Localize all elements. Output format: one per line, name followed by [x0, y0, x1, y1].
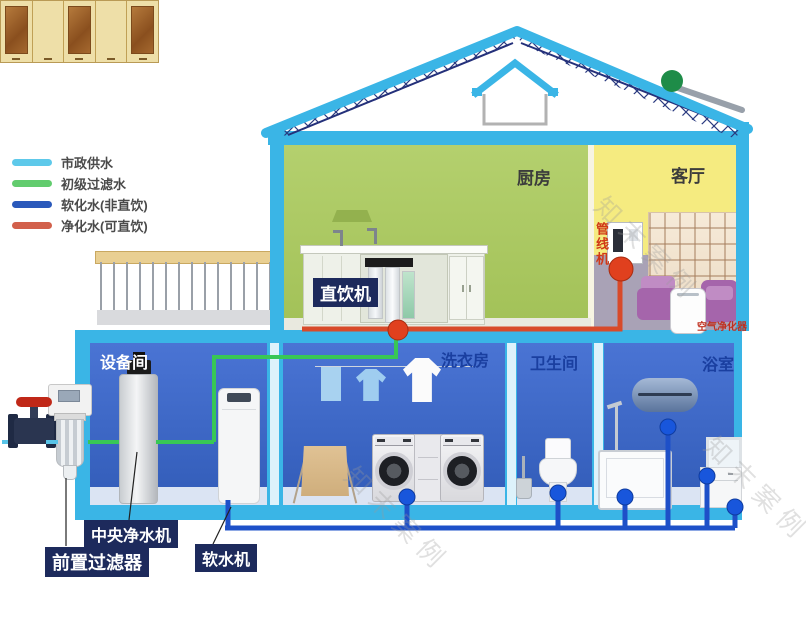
legend-label: 市政供水 — [61, 156, 114, 171]
armchair — [701, 280, 738, 322]
roof-outline — [261, 26, 753, 138]
washing-machine — [372, 434, 416, 502]
legend-row-purified: 净化水(可直饮) — [12, 215, 148, 236]
water-softener-device — [218, 388, 260, 504]
main-water-valve — [14, 418, 54, 444]
dormer-roof — [471, 58, 559, 98]
cabinet-door — [449, 256, 467, 320]
dormer-foot — [548, 88, 558, 96]
kitchen-upper-cabinets — [0, 0, 159, 63]
municipal-water-swatch — [12, 159, 52, 166]
cabinet-door — [33, 1, 65, 62]
valve-handwheel — [16, 397, 52, 407]
bathtub — [598, 450, 672, 510]
roof-truss-left — [266, 31, 517, 136]
cabinet-door — [64, 1, 96, 62]
legend-label: 软化水(非直饮) — [61, 198, 148, 213]
upper-left-wall — [270, 131, 284, 331]
drinking-machine-tag: 直饮机 — [313, 278, 378, 307]
room-divider — [507, 343, 516, 505]
prefilter-display — [58, 390, 80, 402]
equipment-room-label: 设备间 — [100, 355, 149, 372]
cabinet-door — [466, 256, 484, 320]
legend-row-municipal: 市政供水 — [12, 152, 148, 173]
balcony-balusters — [100, 262, 272, 311]
legend-row-softened: 软化水(非直饮) — [12, 194, 148, 215]
legend-row-filtered: 初级过滤水 — [12, 173, 148, 194]
roof-truss-right — [517, 31, 748, 138]
prefilter-tag: 前置过滤器 — [45, 547, 149, 577]
toilet-room-label: 卫生间 — [530, 356, 579, 373]
prefilter-drain — [63, 465, 77, 480]
ceiling-slab — [268, 131, 744, 145]
toilet-brush-cup — [516, 478, 532, 499]
roof-chord-lines — [287, 42, 735, 136]
cabinet-door — [96, 1, 128, 62]
filter-cartridge — [385, 267, 400, 323]
prefilter-device — [56, 419, 84, 467]
washing-machine — [440, 434, 484, 502]
purified-water-swatch — [12, 222, 52, 229]
central-purifier-device — [119, 374, 158, 504]
air-purifier-device — [670, 288, 706, 334]
under-sink-purifier-manifold — [365, 258, 413, 267]
purifier-faucet — [367, 228, 377, 244]
legend: 市政供水 初级过滤水 软化水(非直饮) 净化水(可直饮) — [12, 152, 148, 236]
toilet-base — [549, 482, 567, 502]
living-room-label: 客厅 — [671, 167, 705, 186]
central-purifier-tag: 中央净水机 — [84, 520, 179, 548]
kitchen-label: 厨房 — [517, 169, 551, 188]
valve-stem — [30, 404, 38, 420]
washer-pedestal-cabinet — [414, 434, 442, 502]
dormer-foot — [472, 88, 482, 96]
cabinet-door — [1, 1, 33, 62]
legend-label: 净化水(可直饮) — [61, 219, 148, 234]
air-purifier-label: 空气净化器 — [697, 322, 747, 333]
valve-flange — [8, 414, 18, 448]
laundry-room-label: 洗衣房 — [441, 353, 490, 370]
upper-right-wall — [736, 122, 749, 331]
water-heater — [632, 378, 698, 412]
laundry-basket — [301, 446, 349, 496]
roof-vent-tube — [675, 85, 745, 113]
cabinet-door — [127, 1, 158, 62]
roof-vent-ball — [661, 70, 683, 92]
sink-faucet — [333, 230, 343, 246]
room-divider — [270, 343, 279, 505]
vanity-cabinet — [700, 467, 742, 508]
dormer-fill — [478, 64, 552, 92]
range-hood — [332, 210, 372, 222]
softener-tag: 软水机 — [195, 544, 258, 572]
bath-room-label: 浴室 — [702, 357, 735, 374]
pipeline-machine-label: 管线机 — [594, 222, 609, 267]
kitchen-counter-top — [300, 245, 488, 254]
dormer-window — [482, 94, 548, 126]
pipeline-water-dispenser — [607, 222, 643, 264]
hanging-towel — [321, 367, 341, 401]
kitchen-living-divider — [588, 145, 594, 330]
legend-label: 初级过滤水 — [61, 177, 127, 192]
softened-water-swatch — [12, 201, 52, 208]
filter-cartridge — [402, 271, 415, 319]
balcony-slab — [97, 310, 277, 325]
room-divider — [594, 343, 603, 505]
filtered-water-swatch — [12, 180, 52, 187]
